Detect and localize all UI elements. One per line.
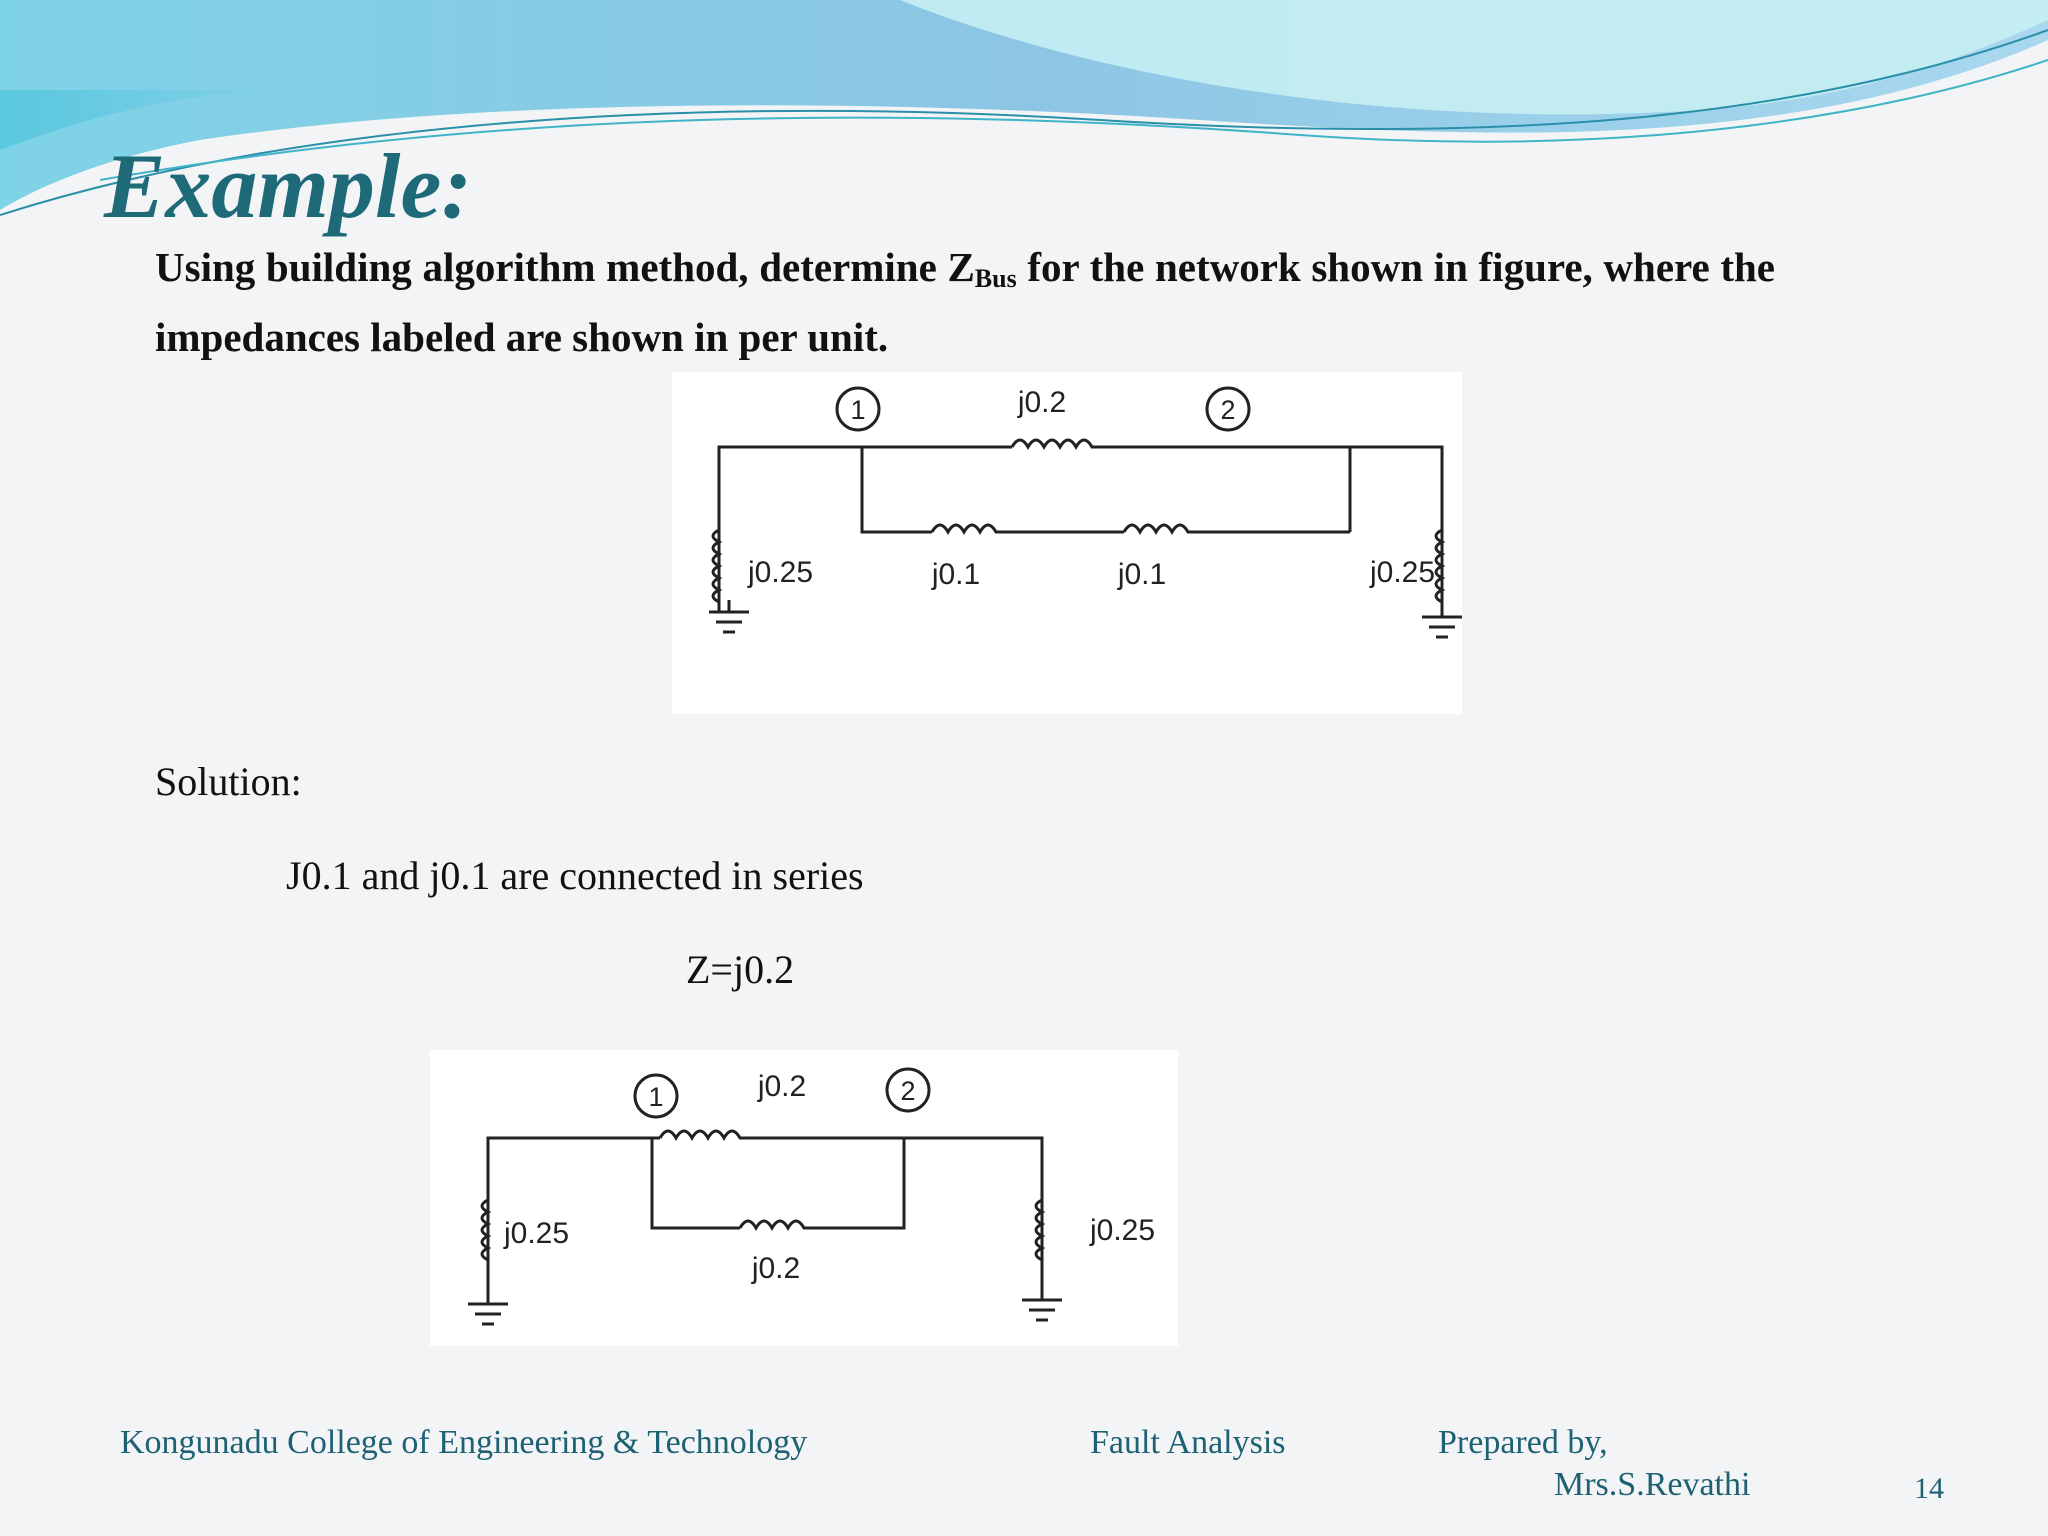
- fig1-mid-right-impedance-label: j0.1: [1117, 558, 1166, 591]
- solution-label: Solution:: [155, 759, 302, 804]
- fig1-mid-left-impedance-label: j0.1: [931, 558, 980, 591]
- fig1-top-impedance-label: j0.2: [1017, 386, 1066, 419]
- problem-text-end: for the network shown in figure, where t…: [155, 244, 1775, 360]
- series-statement: J0.1 and j0.1 are connected in series: [286, 853, 864, 898]
- network-diagram-reduced: 1 2 j0.2 j0.25 j0.25 j0.2: [430, 1050, 1178, 1346]
- footer-topic: Fault Analysis: [1090, 1424, 1286, 1461]
- node-1-label: 1: [648, 1082, 663, 1112]
- fig1-right-impedance-label: j0.25: [1369, 556, 1435, 589]
- header-wave: [0, 0, 2048, 216]
- network-diagram-original: 1 2 j0.2 j0.25 j0.1 j0.1 j0.25: [672, 372, 1462, 714]
- page-number: 14: [1914, 1472, 1944, 1505]
- fig1-node-1-label: 1: [850, 395, 865, 425]
- footer-prepared-by: Prepared by,: [1438, 1424, 1608, 1461]
- footer-author: Mrs.S.Revathi: [1554, 1466, 1751, 1503]
- right-impedance-label: j0.25: [1089, 1214, 1155, 1247]
- problem-subscript: Bus: [974, 264, 1017, 293]
- bottom-impedance-label: j0.2: [751, 1252, 800, 1285]
- circuit-svg-reduced: 1 2 j0.2 j0.25 j0.25 j0.2: [468, 1067, 1155, 1326]
- problem-text-start: Using building algorithm method, determi…: [155, 244, 975, 290]
- problem-statement: Using building algorithm method, determi…: [155, 238, 1775, 366]
- node-2-label: 2: [900, 1076, 915, 1106]
- fig1-left-impedance-label: j0.25: [747, 556, 813, 589]
- slide-title: Example:: [104, 135, 472, 237]
- z-equation: Z=j0.2: [686, 947, 795, 992]
- circuit-svg-original: 1 2 j0.2 j0.25 j0.1 j0.1 j0.25: [709, 386, 1462, 639]
- fig1-node-2-label: 2: [1220, 395, 1235, 425]
- left-impedance-label: j0.25: [503, 1217, 569, 1250]
- footer-college: Kongunadu College of Engineering & Techn…: [120, 1424, 808, 1461]
- top-impedance-label: j0.2: [757, 1070, 806, 1103]
